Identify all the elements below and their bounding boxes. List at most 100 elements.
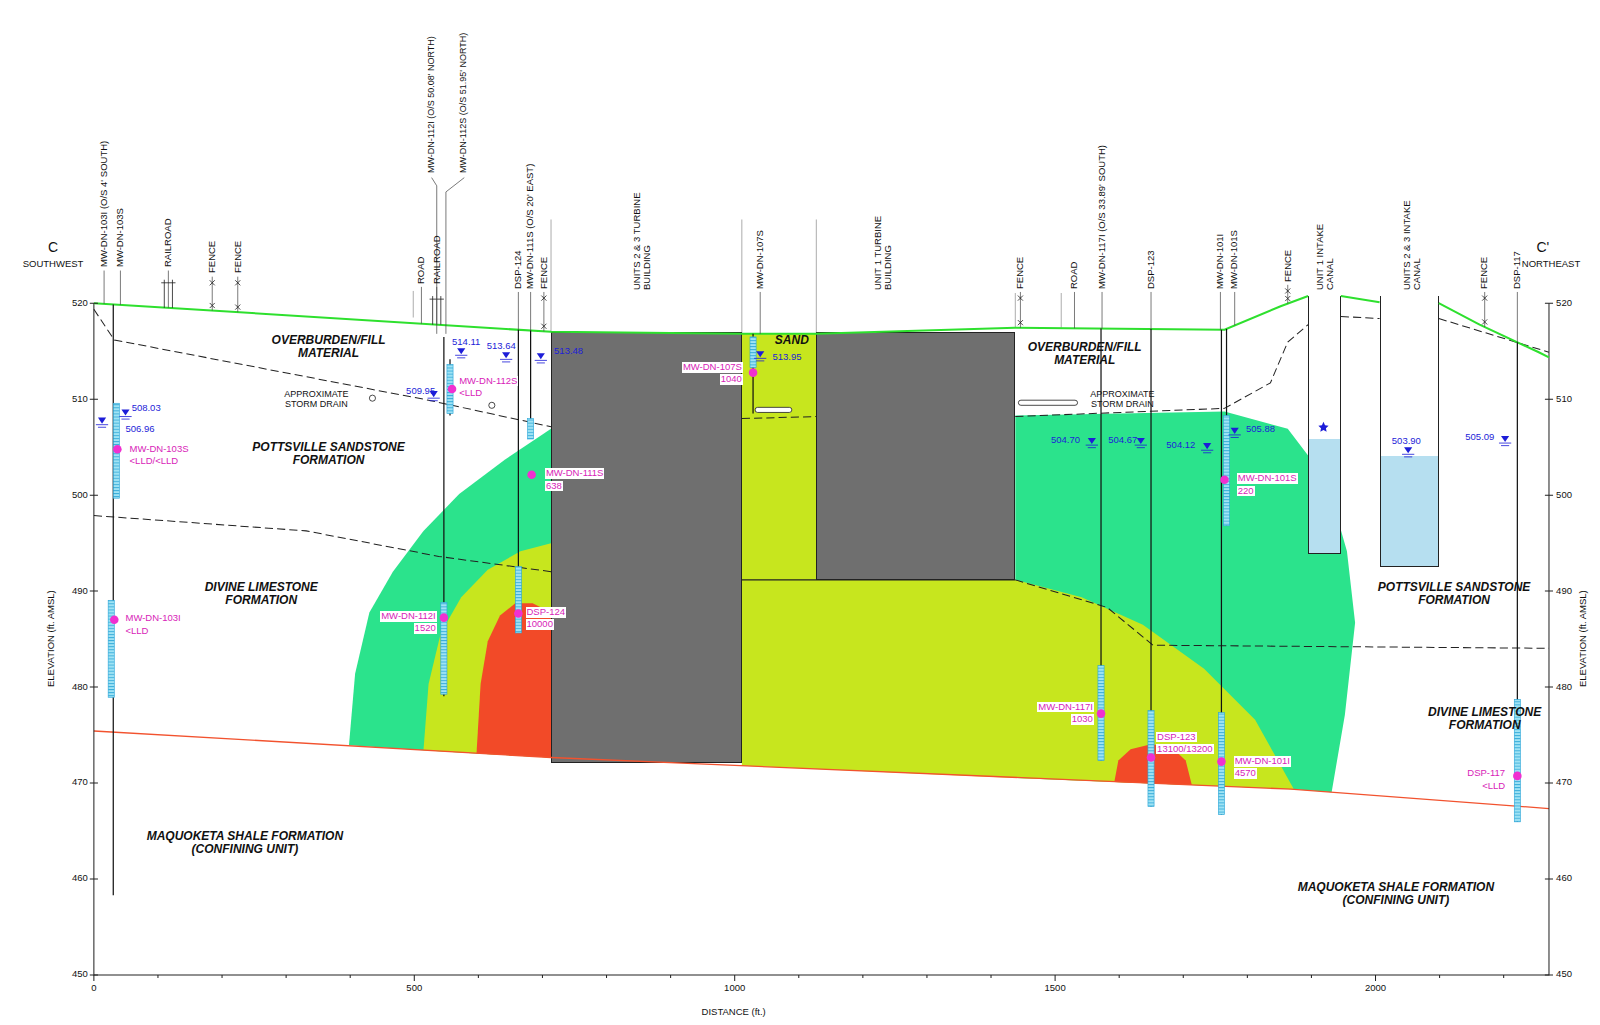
- concentration-label: <LLD: [458, 388, 483, 398]
- annotation-label: MW-DN-101I: [1215, 234, 1225, 289]
- canal-water: [1381, 456, 1438, 566]
- sample-point: [514, 609, 523, 618]
- annotation-label: 500: [72, 490, 88, 500]
- ground-surface: [1341, 296, 1380, 302]
- well-screen: [108, 600, 114, 697]
- concentration-label: MW-DN-101I: [1234, 756, 1291, 766]
- water-level-symbol: [1404, 447, 1412, 453]
- leader-line: [104, 271, 105, 304]
- fence-symbol: [1285, 296, 1290, 301]
- sample-point: [448, 385, 457, 394]
- water-level-symbol: [500, 359, 512, 362]
- water-level-symbol: [1229, 435, 1241, 438]
- axis-tick: [1439, 975, 1440, 978]
- annotation-label: 450: [72, 969, 88, 979]
- well-casing: [1221, 330, 1222, 815]
- concentration-label: DSP-117: [1466, 768, 1506, 778]
- concentration-label: <LLD: [124, 626, 149, 636]
- axis-tick: [1503, 975, 1504, 978]
- well-screen: [1218, 713, 1224, 815]
- annotation-label: MW-DN-101S: [1229, 230, 1239, 289]
- well-screen: [528, 419, 534, 439]
- well-screen: [515, 567, 521, 633]
- concentration-label: DSP-123: [1156, 732, 1197, 742]
- axis-tick: [90, 783, 1553, 784]
- fence-symbol: [235, 280, 240, 285]
- axis-tick: [1119, 975, 1120, 978]
- annotation-label: FENCE: [1015, 257, 1025, 289]
- formation-label: MAQUOKETA SHALE FORMATION (CONFINING UNI…: [122, 830, 367, 856]
- note-label: APPROXIMATE STORM DRAIN: [274, 390, 358, 410]
- well-casing: [113, 304, 114, 895]
- annotation-label: 480: [72, 682, 88, 692]
- annotation-label: 460: [72, 873, 88, 883]
- water-level-symbol: [1137, 438, 1145, 444]
- formation-label: OVERBURDEN/FILL MATERIAL: [1017, 341, 1152, 367]
- concentration-label: MW-DN-101S: [1237, 473, 1298, 483]
- annotation-label: DSP-123: [1146, 250, 1156, 289]
- formation-label: OVERBURDEN/FILL MATERIAL: [261, 334, 396, 360]
- annotation-label: ROAD: [416, 256, 426, 283]
- annotation-label: ROAD: [1069, 261, 1079, 288]
- axis-tick: [90, 974, 1553, 975]
- axis-tick: [90, 495, 1553, 496]
- leader-line: [543, 292, 544, 331]
- annotation-label: 470: [72, 777, 88, 787]
- axis-tick: [286, 975, 287, 978]
- formation-contact: [94, 309, 551, 426]
- leader-line: [446, 178, 464, 334]
- water-star: [1318, 422, 1328, 432]
- concentration-label: 220: [1237, 486, 1255, 496]
- water-level-symbol: [119, 417, 131, 420]
- water-level-value: 505.88: [1246, 424, 1275, 434]
- annotation-label: NORTHEAST: [1522, 259, 1580, 269]
- leader-line: [212, 277, 213, 311]
- ground-surface: [1439, 303, 1549, 357]
- water-level-value: 513.95: [772, 352, 801, 362]
- well-casing: [443, 337, 444, 696]
- axis-tick: [862, 975, 863, 978]
- well-screen: [1223, 416, 1229, 526]
- water-level-symbol: [1231, 428, 1239, 434]
- structure-label: UNITS 2 & 3 INTAKE CANAL: [1402, 190, 1423, 290]
- annotation-label: 1000: [724, 983, 745, 993]
- annotation-label: FENCE: [1283, 249, 1293, 281]
- formation-label: MAQUOKETA SHALE FORMATION (CONFINING UNI…: [1273, 881, 1518, 907]
- concentration-label: MW-DN-111S: [545, 468, 605, 478]
- concentration-label: 1520: [414, 623, 437, 633]
- building-block: UNITS 2 & 3 TURBINE BUILDING: [551, 332, 742, 764]
- annotation-label: 520: [1556, 298, 1572, 308]
- annotation-label: 520: [72, 298, 88, 308]
- annotation-label: SOUTHWEST: [23, 259, 84, 269]
- ground-surface: [94, 296, 1308, 334]
- water-level-symbol: [502, 352, 510, 358]
- water-level-value: 509.95: [406, 386, 435, 396]
- formation-label: SAND: [762, 334, 822, 347]
- fence-symbol: [210, 280, 215, 285]
- well-casing: [449, 359, 450, 415]
- axis-tick: [734, 975, 735, 981]
- axis-tick: [414, 975, 415, 981]
- water-level-symbol: [1501, 436, 1509, 442]
- sample-point: [1097, 709, 1106, 718]
- leader-line: [421, 287, 422, 324]
- concentration-label: <LLD/<LLD: [129, 456, 180, 466]
- formation-contact: [1015, 580, 1549, 648]
- annotation-label: 500: [406, 983, 422, 993]
- fence-symbol: [1285, 288, 1290, 293]
- water-level-symbol: [535, 360, 547, 363]
- water-level-symbol: [754, 358, 766, 361]
- annotation-label: RAILROAD: [163, 219, 173, 268]
- annotation-label: 490: [72, 586, 88, 596]
- annotation-label: DSP-124: [513, 250, 523, 289]
- plume-middle: [423, 543, 551, 757]
- annotation-label: MW-DN-107S: [755, 230, 765, 289]
- section-separator: [413, 219, 1061, 333]
- water-level-value: 504.67: [1108, 435, 1137, 445]
- axis-tick: [1375, 975, 1376, 981]
- well-casing: [1226, 329, 1227, 526]
- storm-drain-pipe: [755, 407, 792, 412]
- axis-tick: [93, 975, 94, 981]
- building-block: UNIT 1 TURBINE BUILDING: [816, 332, 1015, 580]
- annotation-label: 480: [1556, 682, 1572, 692]
